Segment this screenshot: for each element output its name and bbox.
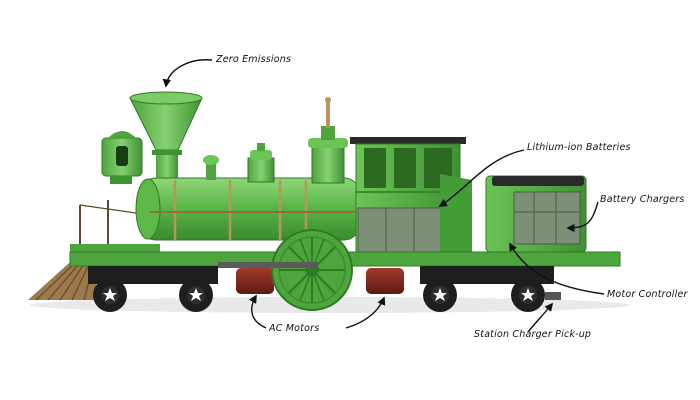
- arrow-battery-chargers: [566, 201, 599, 233]
- front-truck: [88, 266, 218, 312]
- arrow-ac-motor-rear: [345, 296, 386, 329]
- lithium-batteries-label: Lithium-ion Batteries: [527, 142, 631, 153]
- drive-wheel: [218, 229, 353, 311]
- boiler: [135, 177, 361, 241]
- arrow-motor-controller: [509, 242, 605, 295]
- arrow-station-charger: [527, 302, 554, 333]
- battery-pack: [357, 207, 443, 253]
- arrow-lithium-batteries: [438, 149, 525, 207]
- charger-pickup: [545, 292, 561, 300]
- tender: [485, 175, 587, 253]
- sand-dome: [247, 143, 275, 183]
- steam-dome: [308, 97, 348, 184]
- connecting-rod: [218, 262, 318, 268]
- whistle: [203, 155, 219, 180]
- arrow-ac-motor-front: [248, 294, 267, 329]
- charger-unit: [513, 191, 581, 245]
- ac-motor-front: [236, 268, 274, 294]
- headlamp: [101, 131, 143, 184]
- station-charger-label: Station Charger Pick-up: [474, 329, 592, 340]
- zero-emissions-label: Zero Emissions: [216, 54, 292, 65]
- cab: [350, 137, 472, 255]
- smokestack: [129, 91, 203, 186]
- rear-truck: [420, 266, 554, 312]
- arrow-zero-emissions: [162, 59, 213, 88]
- ac-motors-label: AC Motors: [269, 323, 320, 334]
- ac-motor-rear: [366, 268, 404, 294]
- motor-controller-label: Motor Controller: [607, 289, 688, 300]
- battery-chargers-label: Battery Chargers: [600, 194, 685, 205]
